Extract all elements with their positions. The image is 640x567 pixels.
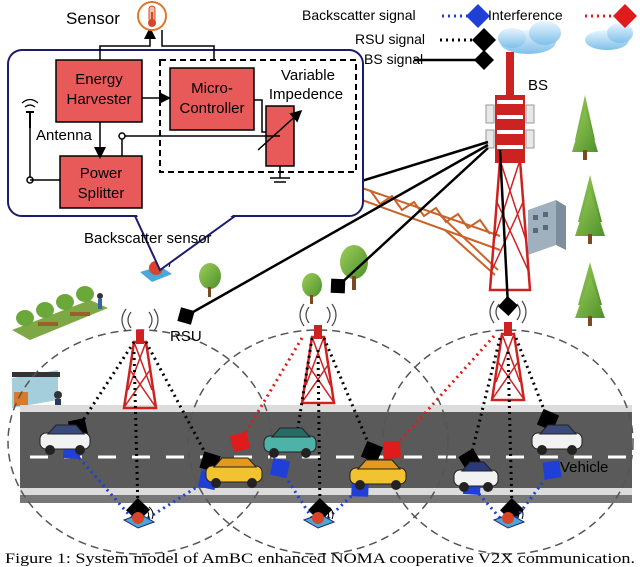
- rsu-signal-links: [67, 337, 560, 522]
- rsu-label: RSU: [170, 328, 202, 345]
- backscatter-sensor-icon: [122, 506, 156, 529]
- sensor-panel: [7, 27, 364, 272]
- interference-links: [229, 334, 496, 459]
- car-icon: [263, 427, 317, 458]
- legend-interference-label: Interference: [488, 7, 563, 23]
- power-splitter-block: [59, 155, 143, 209]
- vehicle-label: Vehicle: [560, 459, 608, 476]
- car-icon: [531, 424, 583, 455]
- tree-icon: [575, 262, 605, 326]
- backscatter-signal-line: [514, 460, 562, 519]
- power-splitter-label-2: Splitter: [78, 185, 125, 202]
- backscatter-signal-line: [269, 457, 314, 519]
- legend-bs-label: BS signal: [364, 51, 423, 67]
- rsu-signal-line: [126, 351, 150, 522]
- backscatter-sensor-label: Backscatter sensor: [84, 230, 212, 247]
- micro-controller-block: [169, 67, 255, 131]
- micro-controller-label-1: Micro-: [191, 80, 233, 97]
- rsu-tower-icon: [121, 308, 159, 410]
- park-scene: [12, 286, 108, 340]
- backscatter-signal-line: [462, 476, 502, 519]
- building-icon: [528, 200, 566, 255]
- variable-impedence-label-2: Impedence: [269, 86, 343, 103]
- antenna-icon: [21, 98, 39, 128]
- rsu-tower-icon: [489, 300, 527, 402]
- cloud-icon: [585, 23, 633, 50]
- rsu-signal-line: [514, 337, 560, 432]
- sensor-label: Sensor: [66, 9, 120, 28]
- tree-icon: [572, 95, 598, 160]
- legend-rsu-label: RSU signal: [355, 31, 425, 47]
- backscatter-sensor-icon: [492, 506, 526, 529]
- energy-harvester-block: [55, 59, 143, 123]
- car-icon: [349, 459, 407, 490]
- energy-harvester-label-1: Energy: [75, 71, 123, 88]
- energy-harvester-label-2: Harvester: [66, 91, 131, 108]
- car-icon: [205, 457, 263, 488]
- power-splitter-label-1: Power: [80, 165, 123, 182]
- tree-icon: [575, 175, 605, 244]
- antenna-label: Antenna: [36, 127, 93, 144]
- rsu-signal-line: [500, 351, 524, 522]
- cloud-icon: [498, 21, 561, 54]
- thermometer-icon: [137, 1, 167, 31]
- car-icon: [39, 424, 91, 455]
- variable-impedence-label-1: Variable: [281, 67, 335, 84]
- figure-caption: Figure 1: System model of AmBC enhanced …: [5, 551, 635, 567]
- bs-label: BS: [528, 77, 548, 94]
- tree-icon: [199, 263, 221, 297]
- tree-icon: [340, 245, 368, 290]
- legend: [414, 4, 637, 70]
- tree-icon: [302, 273, 322, 304]
- car-icon: [453, 461, 499, 492]
- rsu-signal-line: [67, 341, 136, 439]
- backscatter-sensor-icon: [302, 506, 336, 529]
- rsu-tower-icon: [299, 303, 337, 405]
- legend-backscatter-label: Backscatter signal: [302, 7, 416, 23]
- rsu-signal-line: [322, 337, 384, 464]
- rsu-signal-line: [308, 349, 332, 522]
- bs-tower-icon: [485, 52, 535, 292]
- truss-structure: [361, 187, 501, 276]
- micro-controller-label-2: Controller: [179, 100, 244, 117]
- rsu-signal-line: [144, 341, 221, 473]
